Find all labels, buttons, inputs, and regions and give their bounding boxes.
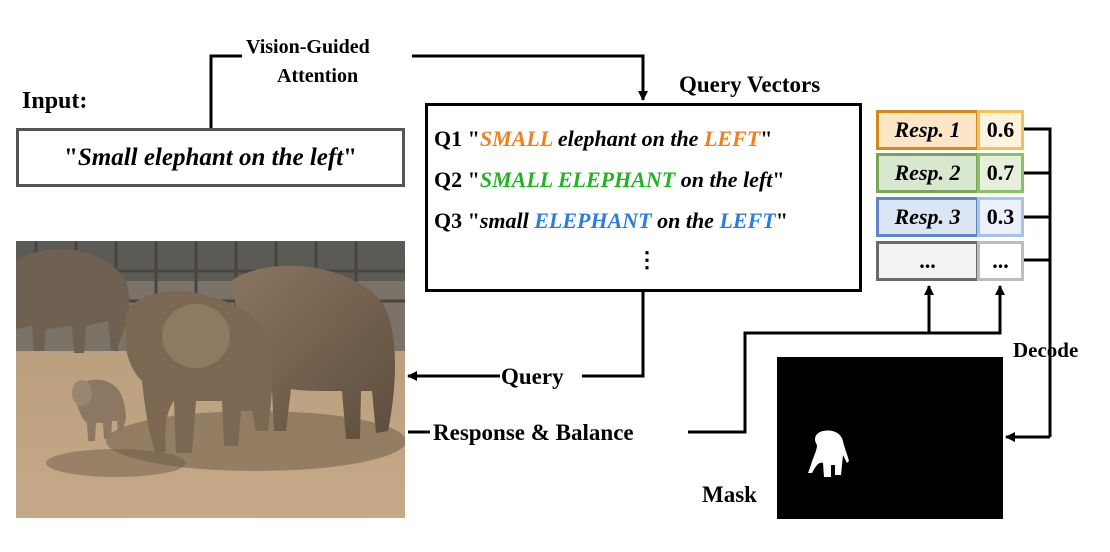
attention-label: Attention bbox=[277, 65, 359, 87]
response-arrow-2 bbox=[929, 285, 1005, 335]
vision-guided-attention-arrow bbox=[209, 54, 643, 128]
query-label: Query bbox=[501, 364, 564, 389]
segmentation-mask-image bbox=[777, 357, 1003, 519]
response-3-label: Resp. 3 bbox=[876, 197, 979, 237]
decode-bracket bbox=[1024, 127, 1052, 437]
query-text: "SMALL elephant on the LEFT" bbox=[467, 126, 773, 151]
query-id: Q2 bbox=[434, 167, 463, 192]
input-phrase: Small elephant on the left bbox=[77, 143, 344, 171]
input-close-quote: " bbox=[343, 143, 358, 171]
query-vectors-label: Query Vectors bbox=[679, 72, 821, 97]
input-text-box: "Small elephant on the left" bbox=[16, 128, 405, 187]
elephant-photo bbox=[16, 241, 405, 518]
response-2-value: 0.7 bbox=[977, 153, 1024, 193]
query-id: Q3 bbox=[434, 208, 463, 233]
response-1-label: Resp. 1 bbox=[876, 110, 979, 150]
query-id: Q1 bbox=[434, 126, 463, 151]
response-2-label: Resp. 2 bbox=[876, 153, 979, 193]
response-1-value: 0.6 bbox=[977, 110, 1024, 150]
query-text: "small ELEPHANT on the LEFT" bbox=[467, 208, 788, 233]
response-balance-label: Response & Balance bbox=[433, 420, 634, 445]
small-elephant-silhouette bbox=[808, 430, 849, 477]
mask-label: Mask bbox=[702, 482, 757, 507]
response-3-value: 0.3 bbox=[977, 197, 1024, 237]
query-arrow bbox=[408, 292, 645, 376]
response-more-label: ... bbox=[876, 241, 979, 281]
query-line-3: Q3 "small ELEPHANT on the LEFT" bbox=[434, 208, 788, 234]
query-ellipsis: ⋮ bbox=[636, 247, 658, 272]
query-text: "SMALL ELEPHANT on the left" bbox=[467, 167, 785, 192]
elephant-scene bbox=[16, 241, 405, 518]
decode-label: Decode bbox=[1013, 338, 1079, 362]
input-open-quote: " bbox=[63, 143, 78, 171]
vision-guided-label: Vision-Guided bbox=[246, 36, 370, 58]
query-vectors-box: Q1 "SMALL elephant on the LEFT" Q2 "SMAL… bbox=[425, 103, 862, 292]
query-line-1: Q1 "SMALL elephant on the LEFT" bbox=[434, 126, 772, 152]
query-line-2: Q2 "SMALL ELEPHANT on the left" bbox=[434, 167, 785, 193]
response-more-value: ... bbox=[977, 241, 1024, 281]
input-label: Input: bbox=[22, 88, 88, 114]
response-balance-line bbox=[408, 331, 929, 434]
